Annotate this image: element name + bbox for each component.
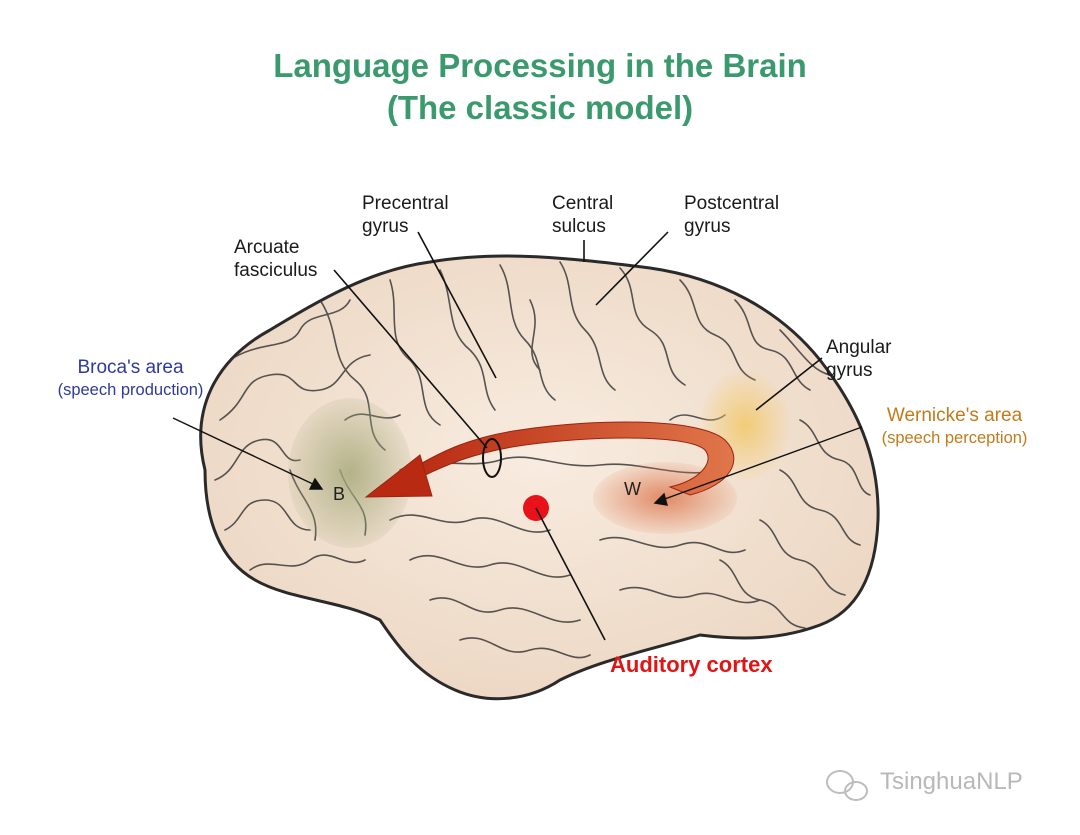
brain-outline [199,254,880,701]
diagram-title: Language Processing in the Brain [273,47,807,84]
broca-region [288,398,412,548]
watermark-text: TsinghuaNLP [880,768,1023,795]
arrow-pointers [172,417,863,506]
broca-area-label: Broca's area (speech production) [57,357,204,399]
wechat-icon [826,770,868,801]
fasciculus-ring [482,438,502,478]
arcuate-arrow-head [364,454,433,498]
diagram-subtitle: (The classic model) [386,89,694,126]
auditory-cortex-label: Auditory cortex [610,652,773,677]
wernicke-marker: W [624,479,641,499]
leader-lines [333,231,823,641]
broca-marker: B [333,484,346,504]
wernicke-area-label: Wernicke's area (speech perception) [881,405,1028,447]
